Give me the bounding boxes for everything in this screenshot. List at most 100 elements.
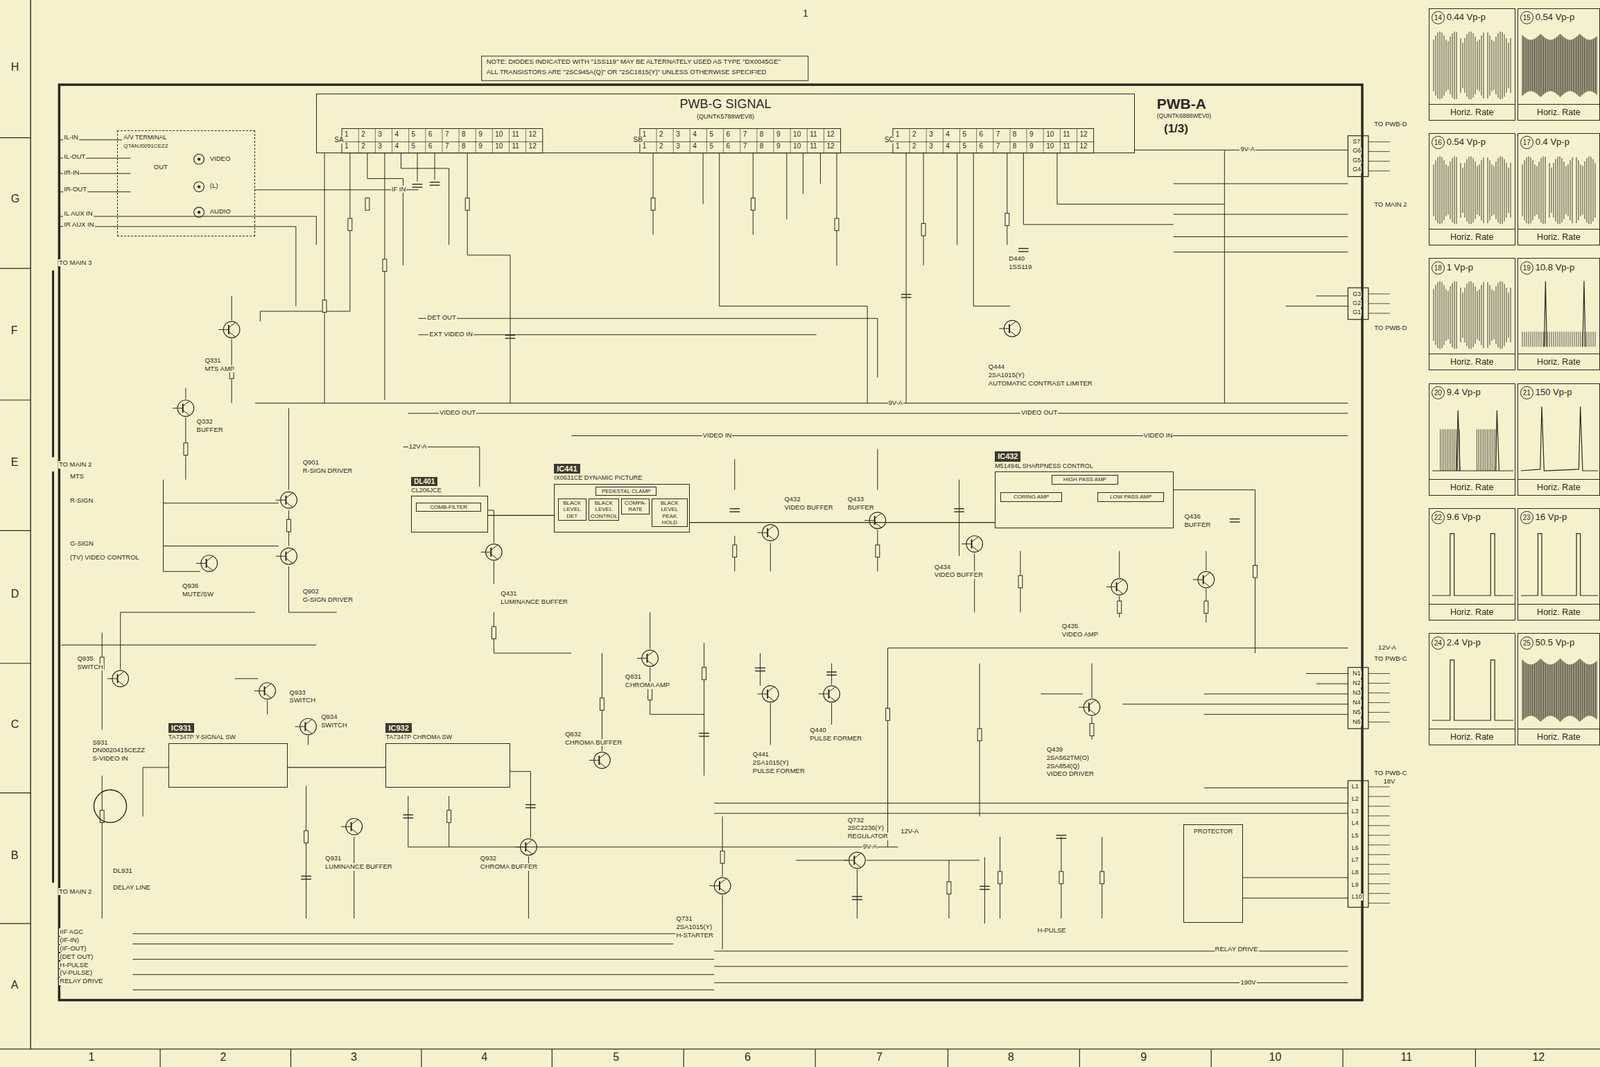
- ruler-tick: [159, 1048, 161, 1067]
- waveform-line: [1464, 38, 1465, 93]
- waveform-line: [1497, 33, 1499, 98]
- waveform-line: [1550, 39, 1552, 91]
- waveform-line: [1550, 167, 1552, 213]
- waveform-line: [1509, 162, 1511, 218]
- waveform-line: [1592, 159, 1594, 222]
- transistor-emitter: [719, 888, 727, 894]
- waveform-line: [1554, 662, 1556, 719]
- wire: [58, 216, 317, 245]
- transistor-collector: [829, 686, 837, 692]
- ic-heading: IC931TA7347P Y-SIGNAL SW: [168, 720, 288, 744]
- waveform-line: [1575, 37, 1576, 94]
- transistor-symbol: [1106, 578, 1128, 596]
- connector-pin: [1368, 902, 1390, 904]
- part-label: CHROMA BUFFER: [479, 863, 538, 871]
- wire: [132, 958, 715, 960]
- wire: [1205, 551, 1207, 571]
- wire: [307, 735, 309, 745]
- wire: [1204, 787, 1349, 789]
- waveform-line: [1499, 281, 1501, 350]
- function-block: BLACK LEVEL CONTROL: [588, 498, 620, 521]
- wire: [1122, 703, 1348, 705]
- callout-number: 14: [1431, 11, 1445, 25]
- grid-reference: 7: [875, 1050, 884, 1064]
- wire: [1006, 153, 1008, 245]
- capacitor-symbol: [851, 899, 863, 900]
- pin-number: 11: [809, 130, 818, 138]
- waveform-line: [1532, 332, 1533, 348]
- waveform-line: [1554, 158, 1556, 222]
- waveform-line: [1589, 664, 1591, 717]
- part-label: TO PWB-D: [1373, 120, 1408, 128]
- waveform-line: [1495, 36, 1497, 95]
- jack-pin: [197, 210, 201, 214]
- part-label: (QUNTK6886WEV0): [1156, 112, 1212, 120]
- transistor-emitter: [767, 696, 775, 702]
- waveform-line: [1480, 429, 1481, 471]
- part-label: 2SA1015(Y): [752, 759, 790, 767]
- transistor-collector: [285, 549, 293, 555]
- pin-number: 3: [928, 142, 934, 150]
- ic-reference: IC932: [385, 723, 412, 734]
- connector-pin-name: L2: [1351, 795, 1360, 803]
- pin-number: 6: [725, 130, 732, 138]
- waveform-line: [1558, 659, 1560, 721]
- capacitor-symbol: [1055, 837, 1067, 839]
- transistor-emitter: [1203, 581, 1211, 588]
- pin-header: [823, 128, 825, 153]
- waveform-line: [1455, 429, 1456, 471]
- block-label: CORING AMP: [1002, 493, 1060, 500]
- capacitor-symbol: [402, 814, 414, 816]
- waveform-line: [1507, 42, 1509, 89]
- pin-number: 4: [691, 130, 698, 138]
- part-label: 2SA562TM(O): [1046, 754, 1090, 762]
- capacitor-symbol: [698, 732, 710, 734]
- resistor-symbol: [304, 830, 309, 843]
- bracket: [51, 270, 55, 457]
- transistor-emitter: [647, 659, 655, 666]
- transistor-symbol: [295, 718, 317, 735]
- part-label: 9V-A: [862, 842, 879, 850]
- pin-header: [525, 128, 527, 153]
- waveform-panel: 21150 Vp-pHoriz. Rate: [1517, 383, 1600, 496]
- waveform-line: [1503, 33, 1505, 97]
- pin-number: 3: [377, 142, 383, 150]
- waveform-line: [1556, 36, 1558, 94]
- connector-block: [1347, 780, 1368, 908]
- waveform-line: [1537, 36, 1539, 95]
- grid-reference: H: [10, 61, 21, 74]
- waveform-line: [1505, 38, 1507, 93]
- connector-pin-name: L1: [1351, 783, 1360, 791]
- waveform-line: [1453, 31, 1455, 100]
- wire: [876, 449, 878, 491]
- wire: [714, 813, 1348, 814]
- waveform-line: [1575, 662, 1576, 719]
- waveform-line: [1581, 165, 1583, 215]
- waveform-line: [1552, 664, 1554, 717]
- waveform-line: [1439, 281, 1440, 350]
- part-label: IL AUX IN: [63, 210, 93, 217]
- waveform-line: [1562, 661, 1564, 719]
- waveform-line: [1544, 332, 1546, 348]
- panel-heading: 1910.8 Vp-p: [1518, 258, 1600, 274]
- wire: [163, 479, 201, 572]
- waveform-line: [1432, 659, 1514, 721]
- connector-pin: [1368, 692, 1390, 694]
- wire: [400, 153, 449, 245]
- ruler-tick: [0, 530, 31, 532]
- ruler-tick: [0, 137, 31, 138]
- waveform-line: [1521, 164, 1523, 217]
- part-label: Q433: [847, 495, 865, 503]
- part-label: 12V-A: [899, 827, 920, 835]
- waveform-line: [1481, 429, 1483, 471]
- transistor-symbol: [515, 838, 538, 856]
- panel-heading: 2316 Vp-p: [1518, 508, 1600, 525]
- grid-reference: G: [10, 192, 21, 206]
- function-block: BLACK LEVEL DET: [558, 498, 587, 521]
- part-label: IL-OUT: [63, 153, 86, 161]
- resistor-symbol: [946, 881, 952, 895]
- waveform-panel: 170.4 Vp-pHoriz. Rate: [1517, 133, 1600, 246]
- waveform-line: [1464, 162, 1465, 218]
